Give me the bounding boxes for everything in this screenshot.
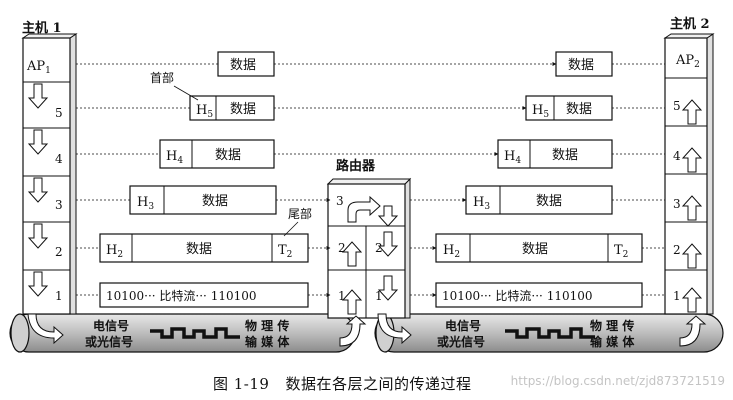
router-layer-2-out: 2 [375, 241, 383, 255]
host2-up-arrow-icon [681, 147, 703, 173]
media-label-left-line1: 物 理 传 [245, 318, 289, 333]
host2-curve-arrow-icon [679, 315, 707, 347]
router-layer-1-out: 1 [375, 289, 383, 303]
host2-up-arrow-icon [681, 99, 703, 125]
host2-stack: 主机 2 AP2 5 4 3 2 1 [663, 16, 715, 347]
pdu-left-l2-header: H3 [137, 195, 154, 212]
media-label-right-line2: 输 媒 体 [590, 334, 635, 349]
pdu-left-l3-header: H4 [166, 149, 183, 166]
media-label-left-line2: 输 媒 体 [245, 334, 290, 349]
pdu-right: 数据 H5 数据 H4 数据 H3 数据 H2 数据 T2 10100··· 比… [435, 51, 643, 308]
pdu-right-l2-data: 数据 [536, 194, 562, 209]
router-down-arrow-icon [377, 231, 399, 257]
host2-layer-3: 3 [673, 197, 681, 211]
figure-caption: 图 1-19 数据在各层之间的传递过程 https://blog.csdn.net… [0, 372, 733, 396]
diagram-canvas: 电信号 或光信号 物 理 传 输 媒 体 电信号 或光信号 物 理 传 输 媒 … [9, 16, 724, 353]
pdu-right-frame-trailer: T2 [614, 243, 628, 260]
router-layer-3: 3 [336, 194, 344, 208]
host1-down-arrow-icon [27, 129, 49, 155]
pdu-left-frame-trailer: T2 [278, 243, 292, 260]
pdu-right-frame-header: H2 [443, 243, 460, 260]
router-down-arrow-icon [377, 205, 399, 227]
trailer-callout-line [283, 221, 299, 237]
host2-up-arrow-icon [681, 195, 703, 221]
host1-down-arrow-icon [27, 177, 49, 203]
signal-waveform-left [150, 327, 240, 339]
peer-lines [76, 62, 665, 297]
header-callout-line [173, 85, 199, 101]
pdu-left: 数据 H5 数据 H4 数据 H3 数据 H2 数据 T2 10100··· 比… [99, 51, 312, 308]
signal-waveform-right [505, 327, 595, 339]
router-curve-out-icon [377, 313, 412, 345]
host1-layer-3: 3 [55, 198, 63, 212]
pdu-left-bitstream: 10100··· 比特流··· 110100 [106, 288, 257, 303]
pdu-right-l4-header: H5 [532, 103, 549, 120]
signal-label-left-line2: 或光信号 [85, 334, 133, 349]
router-up-arrow-icon [341, 241, 363, 267]
router-layer-1-in: 1 [338, 289, 346, 303]
pdu-right-l3-header: H4 [504, 149, 521, 166]
host1-layer-1: 1 [55, 289, 63, 303]
router-stack: 路由器 3 2 1 2 1 [326, 158, 412, 347]
host2-layer-5: 5 [673, 99, 681, 113]
pdu-right-l3-data: 数据 [552, 148, 578, 163]
router-up-arrow-icon [341, 289, 363, 315]
pdu-left-l3-data: 数据 [215, 148, 241, 163]
pdu-left-frame-data: 数据 [186, 242, 212, 257]
router-curve-in-icon [339, 315, 367, 347]
pdu-right-l4-data: 数据 [566, 102, 592, 117]
host1-layer-2: 2 [55, 245, 63, 259]
host1-layer-4: 4 [55, 152, 63, 166]
pdu-right-bitstream: 10100··· 比特流··· 110100 [442, 288, 593, 303]
pdu-left-frame-header: H2 [106, 243, 123, 260]
router-down-arrow-icon [377, 275, 399, 301]
host2-up-arrow-icon [681, 287, 703, 313]
signal-label-right-line1: 电信号 [445, 318, 481, 333]
host1-title: 主机 1 [22, 20, 62, 36]
header-callout-label: 首部 [150, 70, 174, 85]
router-turn-arrow-icon [347, 195, 381, 223]
pdu-right-l2-header: H3 [473, 195, 490, 212]
host1-down-arrow-icon [27, 223, 49, 249]
watermark-url: https://blog.csdn.net/zjd873721519 [510, 374, 725, 388]
pdu-left-l4-data: 数据 [230, 102, 256, 117]
pdu-right-frame-data: 数据 [522, 242, 548, 257]
pdu-right-l5-data: 数据 [568, 58, 594, 73]
host1-down-arrow-icon [27, 83, 49, 109]
caption-title: 数据在各层之间的传递过程 [285, 375, 472, 393]
router-layer-2-in: 2 [338, 241, 346, 255]
host1-stack: 主机 1 AP1 5 4 3 2 1 [21, 20, 78, 345]
pdu-left-l2-data: 数据 [202, 194, 228, 209]
media-label-right-line1: 物 理 传 [590, 318, 634, 333]
signal-label-left-line1: 电信号 [93, 318, 129, 333]
signal-label-right-line2: 或光信号 [437, 334, 485, 349]
router-title: 路由器 [336, 158, 376, 174]
host1-curve-arrow-icon [27, 313, 64, 345]
host2-layer-2: 2 [673, 243, 681, 257]
host2-title: 主机 2 [670, 16, 710, 32]
host1-ap-label: AP1 [26, 59, 51, 76]
host2-layer-1: 1 [673, 289, 681, 303]
host1-down-arrow-icon [27, 271, 49, 297]
host2-ap-label: AP2 [675, 53, 700, 70]
caption-text-wrap: 图 1-19 数据在各层之间的传递过程 [213, 373, 471, 394]
host1-layer-5: 5 [55, 106, 63, 120]
pdu-left-l4-header: H5 [196, 103, 213, 120]
pdu-left-l5-data: 数据 [230, 58, 256, 73]
trailer-callout-label: 尾部 [288, 206, 312, 221]
host2-up-arrow-icon [681, 243, 703, 269]
host2-layer-4: 4 [673, 149, 681, 163]
caption-figure-number: 图 1-19 [213, 375, 270, 393]
